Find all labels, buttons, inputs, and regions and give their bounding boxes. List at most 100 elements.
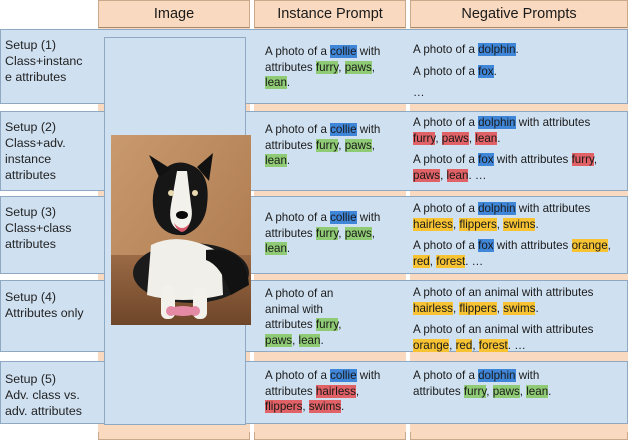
prompt-text: . — [535, 217, 539, 231]
prompt-text: A photo of an — [265, 287, 334, 300]
setup-label-line: attributes — [5, 237, 56, 251]
class-attribute-highlight: swims — [503, 217, 536, 231]
prompt-text: , — [371, 138, 376, 152]
setup-label-line: Class+class — [5, 221, 72, 235]
prompt-line: A photo of a collie with — [265, 210, 405, 226]
instance-attribute-highlight: lean — [265, 242, 287, 256]
adversarial-attribute-highlight: paws — [441, 131, 469, 145]
image-panel — [104, 37, 251, 425]
negative-prompts: A photo of a dolphin.A photo of a fox.… — [413, 42, 627, 101]
instance-attribute-highlight: furry — [315, 60, 339, 74]
setup-label: Setup (4)Attributes only — [5, 289, 101, 321]
instance-attribute-highlight: furry — [315, 138, 339, 152]
instance-attribute-highlight: paws — [344, 60, 372, 74]
instance-attribute-highlight: paws — [492, 384, 520, 398]
adversarial-attribute-highlight: furry — [413, 131, 436, 145]
prompt-text: , — [338, 226, 345, 240]
prompt-text: A photo of a — [413, 43, 479, 56]
instance-attribute-highlight: furry — [315, 318, 339, 332]
instance-attribute-highlight: lean — [298, 333, 321, 347]
instance-attribute-highlight: paws — [344, 226, 372, 240]
adversarial-attribute-highlight: lean — [446, 168, 469, 182]
prompt-line: red, forest. … — [413, 254, 627, 270]
class-word-highlight: collie — [330, 211, 357, 224]
prompt-text: A photo of an animal with attributes — [413, 323, 594, 337]
prompt-text: . — [341, 400, 345, 414]
prompt-text: … — [413, 86, 425, 100]
prompt-text: with attributes — [515, 202, 591, 215]
prompt-text: . — [535, 301, 539, 315]
instance-attribute-highlight: paws — [265, 333, 293, 347]
prompt-line: attributes furry, paws, — [265, 138, 405, 154]
class-word-highlight: collie — [330, 369, 357, 382]
adversarial-attribute-highlight: hairless — [315, 384, 356, 398]
prompt-text: , — [449, 338, 456, 352]
setup-label-line: Setup (3) — [5, 205, 56, 219]
prompt-text: with — [356, 123, 381, 136]
prompt-text: attributes — [413, 384, 464, 398]
prompt-line: A photo of an — [265, 286, 405, 302]
setup-label-line: Adv. class vs. — [5, 388, 80, 402]
prompt-text: A photo of a — [413, 239, 479, 253]
prompt-text: A photo of a — [265, 45, 331, 58]
prompt-line: animal with — [265, 302, 405, 318]
prompt-line: furry, paws, lean. — [413, 131, 627, 147]
class-word-highlight: fox — [478, 153, 494, 167]
class-word-highlight: collie — [330, 123, 357, 136]
prompt-line: A photo of an animal with attributes — [413, 285, 627, 301]
prompt-text: attributes — [265, 226, 316, 240]
prompt-text: , — [292, 333, 299, 347]
prompt-line: orange, red, forest. … — [413, 338, 627, 354]
adversarial-attribute-highlight: flippers — [265, 400, 303, 414]
prompt-text: A photo of a — [265, 369, 331, 382]
instance-attribute-highlight: lean — [265, 154, 287, 168]
prompt-text: . — [515, 43, 519, 56]
prompt-line: A photo of a collie with — [265, 44, 405, 60]
setup-label-line: attributes — [5, 168, 56, 182]
prompt-text: attributes — [265, 384, 316, 398]
prompt-text: with attributes — [515, 116, 591, 129]
prompt-text: , — [593, 153, 598, 167]
prompt-line: A photo of a dolphin. — [413, 42, 627, 58]
instance-attribute-highlight: paws — [344, 138, 372, 152]
class-word-highlight: dolphin — [478, 43, 516, 56]
prompt-text: A photo of a — [413, 153, 479, 167]
prompt-text: animal with — [265, 302, 323, 316]
prompt-text: , — [607, 239, 611, 253]
prompt-text: , — [486, 384, 493, 398]
instance-prompt: A photo of a collie with attributes furry… — [265, 122, 405, 169]
setup-label-line: Setup (5) — [5, 372, 56, 386]
collie-dog-photo — [111, 135, 251, 325]
class-attribute-highlight: swims — [503, 301, 536, 315]
adversarial-attribute-highlight: swims — [308, 400, 342, 414]
setup-label-line: Class+instanc — [5, 54, 83, 68]
prompt-line: attributes furry, paws, — [265, 60, 405, 76]
prompt-line: … — [413, 85, 627, 101]
class-word-highlight: fox — [478, 64, 494, 78]
setup-label-line: Class+adv. — [5, 136, 66, 150]
header-instance-prompt: Instance Prompt — [254, 0, 406, 28]
prompt-text: , — [468, 131, 476, 145]
setup-label-line: instance — [5, 152, 52, 166]
header-image: Image — [98, 0, 250, 28]
prompt-line: A photo of a fox. — [413, 64, 627, 80]
prompt-text: A photo of a — [265, 123, 331, 136]
class-attribute-highlight: red — [413, 254, 430, 268]
prompt-line: lean. — [265, 241, 405, 257]
setup-label: Setup (5)Adv. class vs.adv. attributes — [5, 371, 101, 419]
setup-label: Setup (3) Class+class attributes — [5, 204, 101, 252]
prompt-text: , — [371, 60, 376, 74]
prompt-text: , — [440, 168, 447, 182]
prompt-line: attributes furry, — [265, 317, 405, 333]
prompt-line: A photo of a fox with attributes furry, — [413, 152, 627, 168]
class-attribute-highlight: forest — [436, 254, 466, 268]
instance-attribute-highlight: lean — [265, 76, 287, 90]
prompt-text: , — [435, 131, 442, 145]
class-word-highlight: dolphin — [478, 369, 516, 382]
